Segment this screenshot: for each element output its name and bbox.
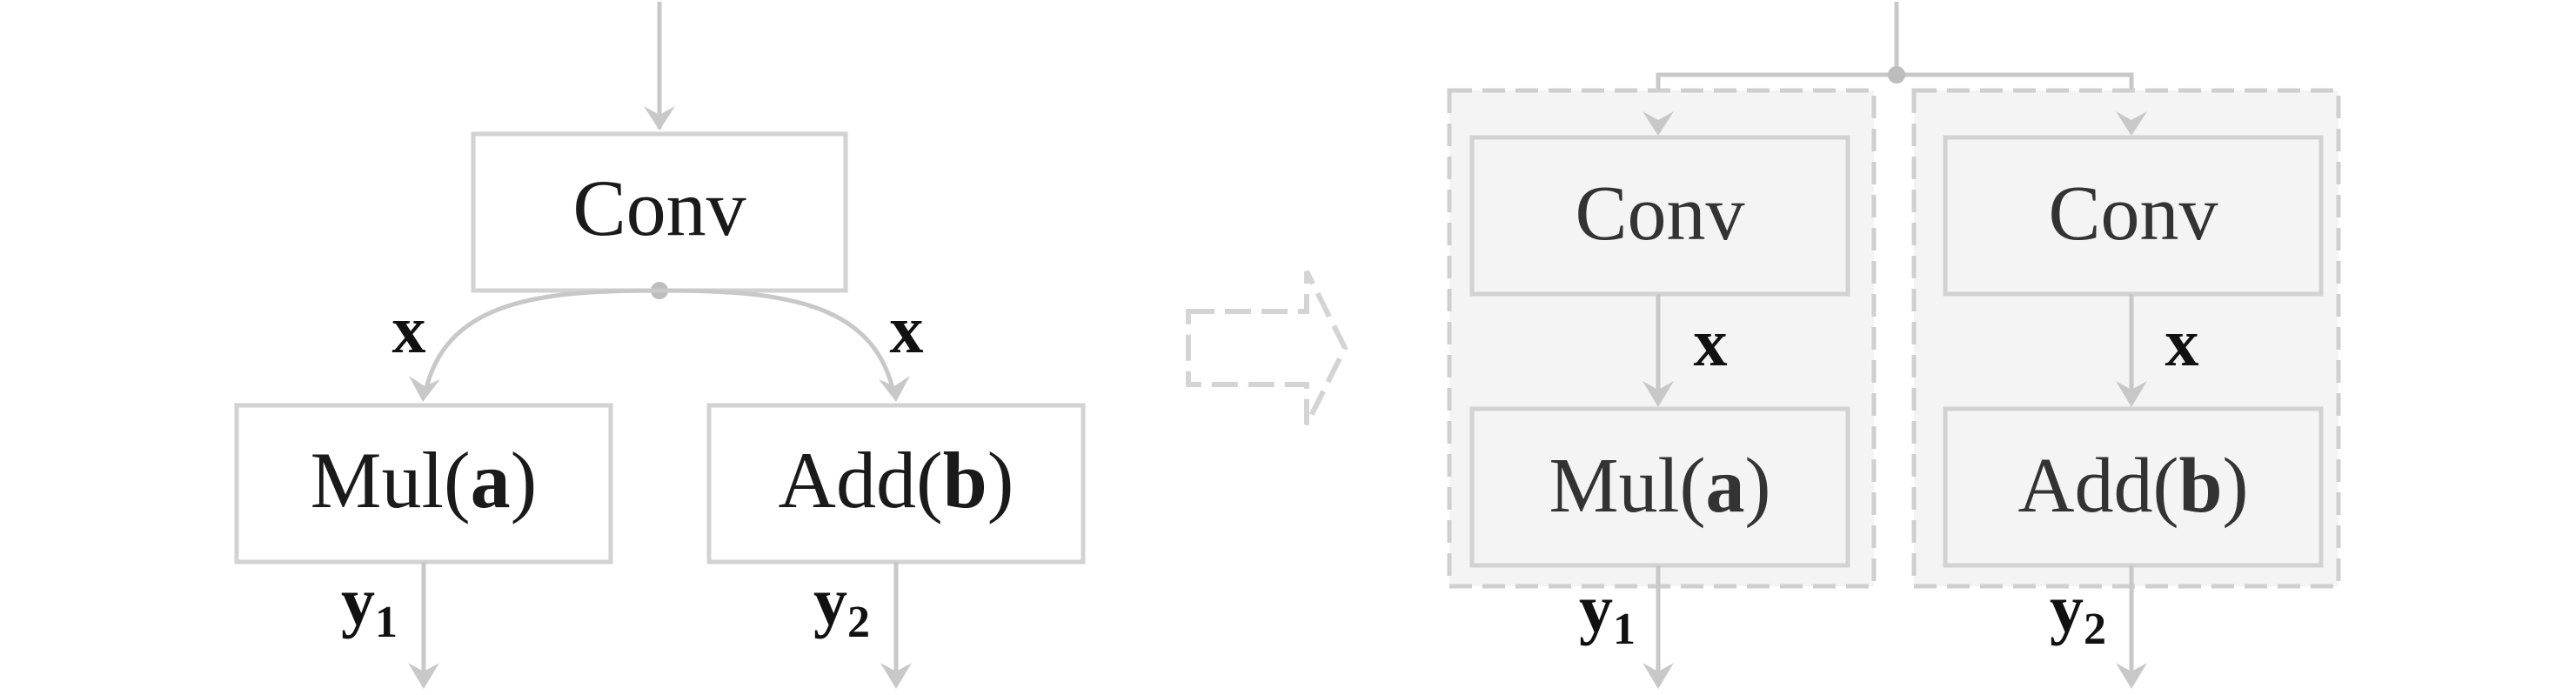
edge-label-x-right: x — [890, 291, 924, 367]
group-2-output-label-y2: y2 — [2050, 571, 2106, 654]
group-2-input-arrowhead — [2116, 111, 2147, 136]
group-1-output-label-y1: y1 — [1579, 571, 1636, 654]
transform-arrow — [1186, 270, 1348, 426]
mul-label: Mul(a) — [311, 436, 538, 525]
group-1-inner-arrowhead — [1643, 381, 1674, 407]
group-1-input-arrowhead — [1643, 111, 1674, 136]
group-1-mul-box — [1469, 406, 1850, 568]
group-2-add-box — [1943, 406, 2324, 568]
split-point — [1888, 66, 1905, 84]
original-graph: Conv x x Mul(a) Add(b) y1 y2 — [234, 2, 1086, 689]
edge-label-x-left: x — [392, 291, 426, 367]
conv-label: Conv — [572, 164, 746, 252]
edge-to-mul — [422, 288, 660, 397]
group-1-output-arrowhead — [1643, 663, 1674, 689]
conv-box — [471, 131, 848, 293]
output-arrowhead-2 — [880, 663, 912, 689]
output-label-y2: y2 — [813, 564, 870, 647]
transformed-graph: Conv x Mul(a) y1 Conv x Add(b) y2 — [1447, 2, 2341, 689]
group-2-conv-label: Conv — [2048, 170, 2218, 257]
mul-box — [234, 403, 613, 565]
input-arrowhead — [644, 106, 675, 130]
output-arrowhead-1 — [408, 663, 439, 689]
edge-to-add-arrowhead — [879, 376, 910, 402]
group-1-conv-label: Conv — [1575, 170, 1744, 257]
group-2-inner-arrowhead — [2116, 381, 2147, 407]
group-2-add-label: Add(b) — [2017, 443, 2248, 529]
group-1-mul-label: Mul(a) — [1549, 443, 1771, 529]
group-1-conv-box — [1469, 135, 1850, 297]
output-label-y1: y1 — [341, 564, 398, 647]
edge-to-mul-arrowhead — [409, 376, 440, 402]
group-2-output-arrowhead — [2116, 663, 2147, 689]
edge-to-add — [659, 288, 897, 397]
add-label: Add(b) — [779, 436, 1014, 525]
group-1-edge-label-x: x — [1694, 304, 1728, 380]
group-2-edge-label-x: x — [2165, 304, 2199, 380]
